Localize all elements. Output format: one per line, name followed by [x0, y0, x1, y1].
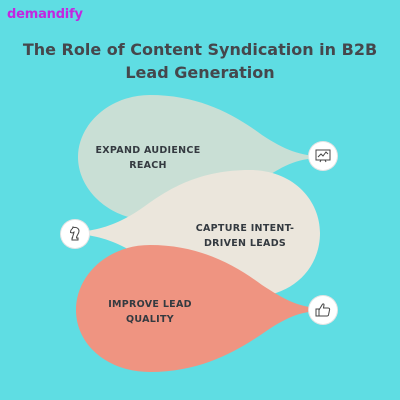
line-chart-icon [309, 142, 337, 170]
item3-label: IMPROVE LEAD QUALITY [108, 299, 192, 325]
brand-logo: demandify [7, 7, 83, 22]
chess-knight-icon [61, 220, 89, 248]
item2-label: CAPTURE INTENT-DRIVEN LEADS [195, 223, 295, 249]
page-title: The Role of Content Syndication in B2B L… [22, 40, 378, 82]
item1-label: EXPAND AUDIENCE REACH [95, 145, 201, 171]
thumbs-up-icon [309, 296, 337, 324]
item1-shape [78, 95, 322, 220]
item3-shape [76, 245, 322, 372]
item2-shape [78, 170, 320, 297]
